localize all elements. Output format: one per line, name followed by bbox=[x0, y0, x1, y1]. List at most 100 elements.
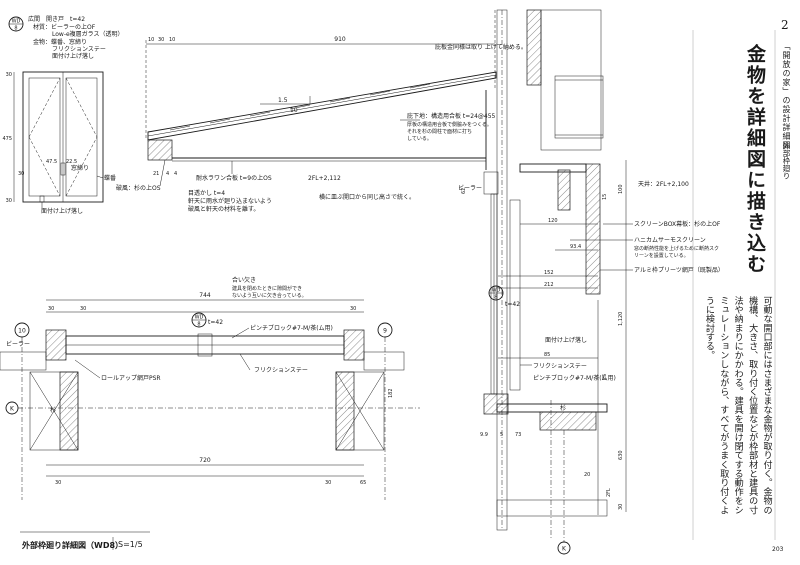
fit-note: 合い欠き bbox=[232, 276, 256, 284]
glazing-note: 横に皿ぶ開口から同じ高さで統く。 bbox=[319, 193, 415, 201]
dim-label: 62 bbox=[461, 188, 467, 194]
spec-line: Low-e複層ガラス（透明） bbox=[52, 30, 124, 38]
dim-label: 30 bbox=[618, 504, 624, 510]
elevation-dimensions: 30 475 30 47.5 22.5 30 bbox=[2, 72, 77, 204]
page-title: 金物を詳細図に描き込む bbox=[744, 44, 766, 275]
spec-line: フリクションステー bbox=[52, 46, 106, 53]
plan-view: 10 9 K 744 30 30 30 bbox=[0, 276, 420, 500]
note-roof-sheet: 庇板金同様は取り 上げて納める。 bbox=[435, 43, 527, 51]
hinge-label: 蝶番 bbox=[104, 174, 116, 182]
section-tag-code: WD bbox=[492, 287, 501, 293]
grid-label: K bbox=[562, 546, 567, 553]
note-base: 庇下地：構造用合板 t=24@455 bbox=[407, 112, 496, 120]
dim-label: 73 bbox=[515, 432, 521, 438]
dim-label: 30 bbox=[80, 306, 86, 312]
plan-door-tag: WD 8 t=42 bbox=[191, 312, 223, 328]
dim-label: 120 bbox=[548, 218, 558, 224]
spec-line: 金物：蝶番、窓締り bbox=[33, 38, 87, 46]
screen-box bbox=[554, 75, 604, 139]
honeycomb-label: 窓の断熱性能を上げるために断熱スク bbox=[634, 245, 719, 252]
dim-label: 47.5 bbox=[46, 159, 57, 165]
series-title: 「開放の家」の設計詳細図 bbox=[782, 42, 791, 150]
dim-label: 4 bbox=[166, 171, 169, 177]
note-base: 厚板の構造用合板で側脇みをつくる。 bbox=[407, 121, 492, 128]
friction-stay-label: フリクションステー bbox=[533, 363, 587, 370]
figure-scale: S=1/5 bbox=[118, 540, 143, 549]
sill-block bbox=[539, 411, 597, 431]
dim-label: 10 bbox=[148, 37, 154, 43]
dim-label: 15 bbox=[602, 194, 608, 200]
flush-bolt-mark bbox=[39, 195, 45, 203]
elevation-tag-code: WD bbox=[12, 18, 21, 24]
fit-note: ないよう互いに欠き合っている。 bbox=[232, 292, 307, 299]
fascia-label: 破風：杉の上OS bbox=[116, 184, 161, 192]
dim-label: 85 bbox=[544, 352, 550, 358]
grid-marker-k-section: K bbox=[557, 430, 571, 555]
spec-line: 材質：ビーラーの上OF bbox=[33, 23, 96, 31]
page-number: 203 bbox=[772, 546, 784, 553]
dim-label: 30 bbox=[6, 72, 12, 78]
wall-stud bbox=[526, 9, 542, 86]
floor-level-label: 2FL bbox=[606, 488, 612, 497]
dim-label: 9.9 bbox=[480, 432, 488, 438]
eaves-note: 破風と軒天の材料を離す。 bbox=[188, 205, 259, 213]
eaves-note: 軒天に雨水が廻り込まないよう bbox=[188, 197, 272, 205]
dim-label: 182 bbox=[388, 388, 394, 398]
dim-910-label: 910 bbox=[334, 36, 346, 43]
dim-label: 22.5 bbox=[66, 159, 77, 165]
elevation-view: WD 8 広間 開き戸 t=42 材質：ビーラーの上OF Low-e複層ガラス（… bbox=[2, 15, 123, 215]
note-base: それを杉の間柱で面材に打ち bbox=[407, 128, 472, 135]
plan-sugi-label: 杉 bbox=[50, 406, 56, 414]
fit-note: 建具を閉めたときに隙間ができ bbox=[232, 285, 302, 292]
screen-box-label: スクリーンBOX幕板：杉の上OF bbox=[634, 220, 721, 228]
dim-label: 475 bbox=[2, 136, 12, 142]
figure-title: 外部枠廻り詳細図（WD8） bbox=[22, 541, 124, 550]
aluminum-screen-label: アルミ枠プリーツ網戸（既製品） bbox=[634, 266, 724, 274]
plan-jamb-right bbox=[343, 329, 365, 361]
soffit-board-label: 耐水ラワン合板 t=9の上OS bbox=[196, 174, 272, 182]
dim-label: 30 bbox=[325, 480, 331, 486]
honeycomb-label: ハニカムサーモスクリーン bbox=[634, 237, 706, 244]
eave-roof-board bbox=[147, 71, 497, 141]
door-leaf-left bbox=[28, 77, 61, 197]
flush-bolt-label: 面付け上げ落し bbox=[545, 336, 587, 344]
grid-marker-9: 9 bbox=[377, 322, 393, 500]
dim-label: 30 bbox=[158, 37, 164, 43]
plan-friction-label: フリクションステー bbox=[254, 367, 308, 374]
window-latch-label: 窓締り bbox=[71, 164, 89, 172]
dim-label: 30 bbox=[350, 306, 356, 312]
plan-jamb-left bbox=[45, 329, 67, 361]
ceiling-label: 天井：2FL+2,100 bbox=[638, 180, 689, 188]
spec-line: 広間 開き戸 t=42 bbox=[28, 15, 85, 23]
grid-label: 9 bbox=[383, 328, 387, 335]
dim-label: 4 bbox=[174, 171, 177, 177]
dim-label: 30 bbox=[55, 480, 61, 486]
dim-label: 1,120 bbox=[618, 312, 624, 326]
grid-label: K bbox=[10, 406, 15, 413]
dim-label: 65 bbox=[360, 480, 366, 486]
plan-tag-code: WD bbox=[195, 314, 204, 320]
dim-label: 212 bbox=[544, 282, 554, 288]
rollup-screen-label: ロールアップ網戸PSR bbox=[101, 374, 161, 382]
grid-marker-10: 10 bbox=[14, 322, 30, 500]
spec-line: 面付け上げ落し bbox=[52, 52, 94, 60]
body-text: 可動な開口部にはさまざまな金物が取り付く。金物の機構、大きさ、取り付く位置などが… bbox=[703, 296, 772, 515]
dim-label: 100 bbox=[618, 184, 624, 194]
wall-section: 100 1,120 630 30 62 15 25 120 93.4 152 2… bbox=[458, 9, 724, 555]
dim-label: 30 bbox=[48, 306, 54, 312]
dim-label: 10 bbox=[169, 37, 175, 43]
note-base: している。 bbox=[407, 136, 432, 142]
honeycomb-label: リーンを設置している。 bbox=[634, 252, 689, 259]
pinch-block-label: ピンチブロック#7-M/茶(ム用) bbox=[533, 374, 616, 382]
elevation-tag-num: 8 bbox=[14, 26, 17, 32]
chapter-number: 2 bbox=[781, 18, 789, 32]
plan-tag-thickness: t=42 bbox=[208, 319, 223, 326]
dim-label: 5 bbox=[500, 432, 503, 438]
eaves-note: 目透かし t=4 bbox=[188, 189, 225, 197]
section-label: 外部枠廻り bbox=[782, 142, 791, 180]
plan-tag-num: 8 bbox=[197, 322, 200, 328]
dim-label: 30 bbox=[6, 198, 12, 204]
eave-section: 910 10 30 10 1.5 10 庇板金同様は取り 上げて納める。 庇下地… bbox=[116, 10, 527, 213]
sill-material-label: 杉 bbox=[560, 404, 566, 412]
